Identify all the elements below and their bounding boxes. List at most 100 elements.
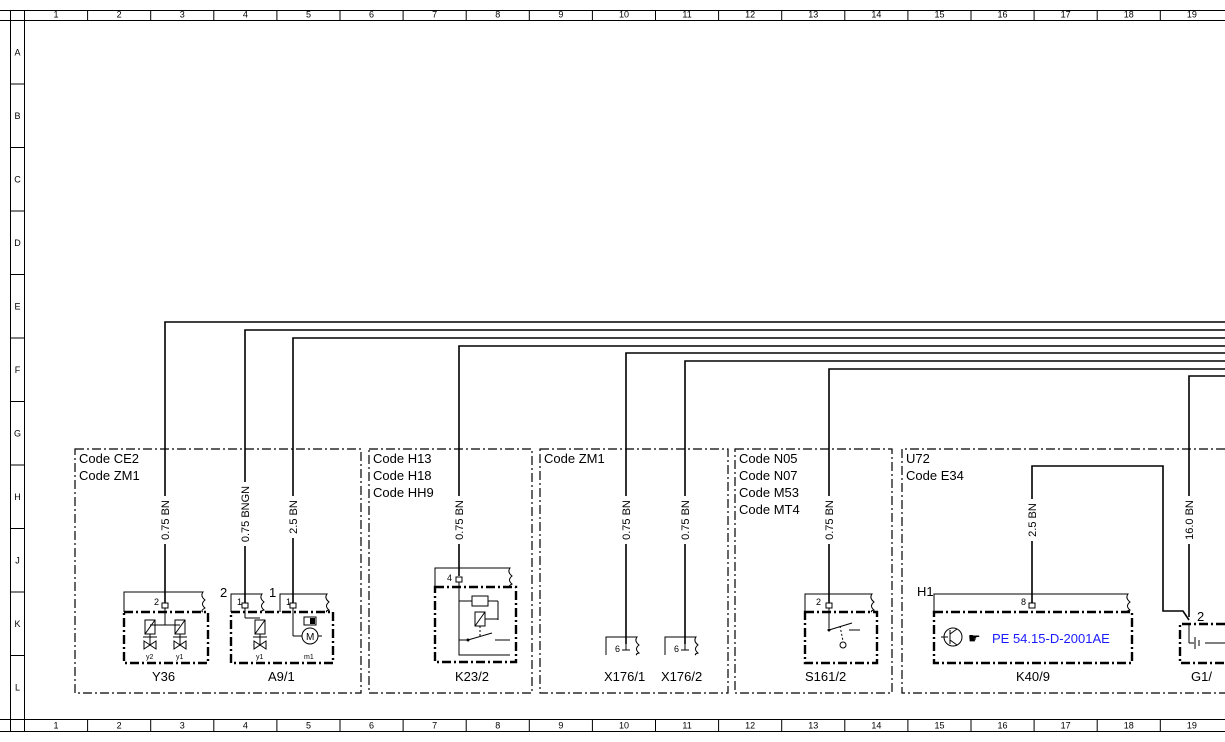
wire-x176-1[interactable] [625, 352, 1225, 644]
group-code: U72 [906, 451, 930, 466]
column-number: 14 [871, 10, 881, 20]
column-number: 6 [369, 10, 374, 20]
wire-label: 0.75 BN [824, 500, 836, 540]
component-k40-9[interactable]: H1 8 ☛ PE 54.15-D-2001AE K40/9 [917, 584, 1134, 684]
row-letter: L [15, 682, 20, 692]
pin-label: 1 [237, 597, 242, 607]
column-number: 9 [558, 10, 563, 20]
column-number: 15 [934, 10, 944, 20]
column-number: 16 [998, 10, 1008, 20]
component-label: K40/9 [1016, 669, 1050, 684]
wire-labels: 0.75 BN 0.75 BNGN 2.5 BN 0.75 BN 0.75 BN… [160, 482, 1196, 546]
row-letter: H [14, 492, 21, 502]
pin-label: 2 [1197, 609, 1204, 624]
motor-symbol: M [306, 632, 314, 643]
component-label: X176/1 [604, 669, 645, 684]
sub-label: y1 [256, 654, 264, 661]
pointing-hand-icon: ☛ [968, 630, 981, 646]
group-code: Code M53 [739, 485, 799, 500]
column-number: 4 [243, 10, 248, 20]
group-code: Code ZM1 [79, 468, 140, 483]
column-number: 11 [682, 721, 691, 731]
column-number: 14 [871, 721, 881, 731]
column-number: 12 [745, 721, 755, 731]
component-label: S161/2 [805, 669, 846, 684]
wire-label: 0.75 BN [160, 500, 172, 540]
pin-label: 1 [269, 585, 276, 600]
column-number: 5 [306, 10, 311, 20]
column-number: 9 [558, 721, 563, 731]
component-x176-1[interactable]: 6 X176/1 [604, 636, 645, 684]
column-number: 15 [934, 721, 944, 731]
column-number: 1 [54, 721, 59, 731]
sub-label: y2 [146, 654, 154, 661]
wire-y36[interactable] [164, 321, 1225, 603]
group-code: Code N05 [739, 451, 798, 466]
component-k23-2[interactable]: 4 K23/2 [433, 567, 518, 684]
column-number: 12 [745, 10, 755, 20]
column-number: 13 [808, 10, 818, 20]
wire-s161-2[interactable] [828, 368, 1225, 603]
wire-g1[interactable] [1188, 375, 1225, 617]
wire-k40-9[interactable] [1031, 465, 1190, 621]
pin-label: 2 [816, 597, 821, 607]
column-number: 3 [180, 10, 185, 20]
group-code: Code CE2 [79, 451, 139, 466]
drawing-frame [0, 10, 1225, 732]
column-number: 2 [117, 721, 122, 731]
column-number: 7 [432, 10, 437, 20]
component-a9-1[interactable]: 2 1 1 1 M y1 m1 A9/1 [220, 585, 335, 684]
group-code: Code HH9 [373, 485, 434, 500]
component-y36[interactable]: 2 y2 y1 Y36 [122, 591, 210, 684]
group-code: Code H18 [373, 468, 432, 483]
component-label: G1/ [1191, 669, 1212, 684]
row-letter: J [15, 555, 20, 565]
column-number: 13 [808, 721, 818, 731]
wire-label: 0.75 BN [680, 500, 692, 540]
component-label: Y36 [152, 669, 175, 684]
column-number: 10 [619, 10, 629, 20]
row-letter: A [14, 47, 20, 57]
column-number: 8 [495, 10, 500, 20]
column-number: 11 [682, 10, 691, 20]
group-code: Code N07 [739, 468, 798, 483]
reference-link[interactable]: PE 54.15-D-2001AE [992, 631, 1110, 646]
column-number: 19 [1187, 721, 1197, 731]
group-box-1 [74, 448, 362, 694]
pin-label: 8 [1021, 597, 1026, 607]
column-number: 17 [1061, 721, 1071, 731]
group-box-2 [368, 448, 533, 694]
component-x176-2[interactable]: 6 X176/2 [661, 636, 702, 684]
column-number: 17 [1061, 10, 1071, 20]
wire-label: 16.0 BN [1184, 500, 1196, 540]
component-s161-2[interactable]: 2 S161/2 [803, 593, 879, 684]
wire-x176-2[interactable] [684, 360, 1225, 644]
wire-label: 0.75 BNGN [240, 486, 252, 542]
row-letter: B [14, 111, 20, 121]
row-letter: G [14, 428, 21, 438]
wire-label: 2.5 BN [288, 500, 300, 534]
column-number: 19 [1187, 10, 1197, 20]
row-letter: E [14, 301, 20, 311]
group-code: Code H13 [373, 451, 432, 466]
wire-label: 2.5 BN [1027, 503, 1039, 537]
group-box-5 [901, 448, 1225, 694]
column-number: 4 [243, 721, 248, 731]
group-code: Code E34 [906, 468, 964, 483]
column-number: 6 [369, 721, 374, 731]
column-number: 2 [117, 10, 122, 20]
column-ruler: 1122334455667788991010111112121313141415… [24, 10, 1197, 732]
column-number: 7 [432, 721, 437, 731]
group-code: Code ZM1 [544, 451, 605, 466]
component-label: K23/2 [455, 669, 489, 684]
column-number: 5 [306, 721, 311, 731]
group-box-3 [539, 448, 729, 694]
pin-label: 1 [286, 597, 291, 607]
component-label: A9/1 [268, 669, 295, 684]
sub-label: y1 [176, 654, 184, 661]
row-letter: D [14, 238, 21, 248]
pin-label: 4 [447, 573, 452, 583]
component-g1[interactable]: 2 G1/ [1178, 609, 1225, 684]
